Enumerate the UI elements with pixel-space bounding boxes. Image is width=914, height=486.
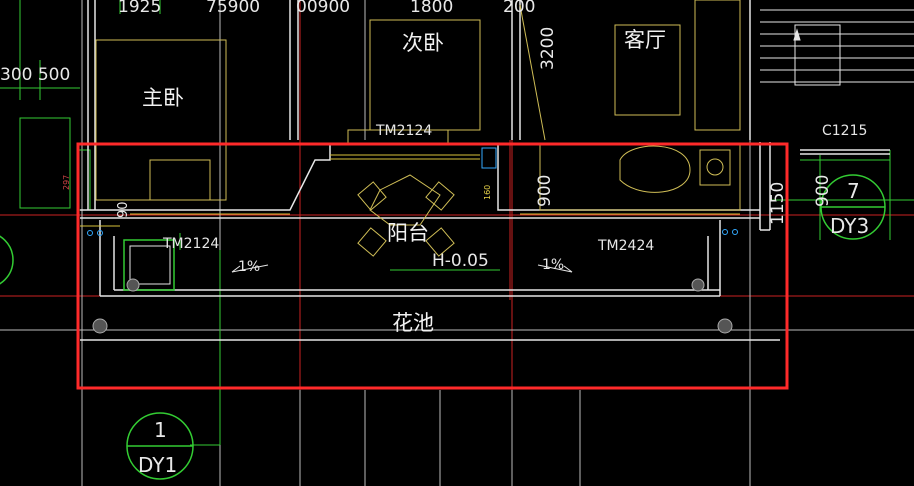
room-master-bedroom: 主卧 (142, 86, 184, 110)
code-tm2124-bottom: TM2124 (162, 236, 219, 252)
door-codes: TM2124 TM2124 TM2424 C1215 (162, 123, 867, 254)
axis-code-dy1: DY1 (138, 453, 177, 477)
room-living: 客厅 (624, 28, 666, 52)
axis-bubble-1 (126, 412, 194, 480)
drain-icon (717, 318, 733, 334)
dim-1150: 1150 (768, 182, 788, 225)
axis-bubble-7 (820, 174, 886, 240)
dim-75900: 75900 (206, 0, 260, 17)
dim-90: 90 (116, 201, 131, 218)
room-labels: 主卧 次卧 客厅 阳台 花池 (142, 28, 666, 335)
downpipe-icon (126, 278, 140, 292)
drain-icon (92, 318, 108, 334)
dim-900-left: 900 (535, 175, 555, 207)
axis-number-1: 1 (154, 418, 167, 442)
slope-arrows (231, 264, 573, 273)
dim-00900: 00900 (296, 0, 350, 17)
elevation-label: H-0.05 (432, 251, 489, 271)
dim-3200: 3200 (538, 27, 558, 70)
dim-297: 297 (62, 175, 71, 190)
dim-160: 160 (483, 185, 492, 200)
slope-right: 1% (542, 257, 564, 273)
partial-axis-bubble (0, 235, 14, 285)
planter-details (87, 147, 738, 334)
stair (760, 9, 914, 86)
downpipe-icon (691, 278, 705, 292)
code-c1215: C1215 (822, 123, 867, 139)
walls (80, 0, 890, 341)
axis-bubble-labels: 1 DY1 7 DY3 (138, 179, 869, 477)
room-second-bedroom: 次卧 (402, 31, 444, 55)
highlight-selection-box (76, 142, 789, 390)
dim-1800: 1800 (410, 0, 453, 17)
axis-number-7: 7 (847, 179, 860, 203)
code-tm2124-top: TM2124 (375, 123, 432, 139)
dim-1925: 1925 (118, 0, 161, 17)
room-planter: 花池 (392, 311, 434, 335)
dim-300-500: 300 500 (0, 65, 70, 85)
balcony-table (357, 174, 500, 271)
slope-left: 1% (238, 259, 260, 275)
code-tm2424: TM2424 (597, 238, 654, 254)
top-dimensions: 1925 75900 00900 1800 200 (118, 0, 535, 17)
dim-900-right: 900 (813, 175, 833, 207)
room-balcony: 阳台 (387, 221, 429, 245)
window-glazing (80, 154, 740, 227)
dim-200: 200 (503, 0, 535, 17)
axis-code-dy3: DY3 (830, 214, 869, 238)
